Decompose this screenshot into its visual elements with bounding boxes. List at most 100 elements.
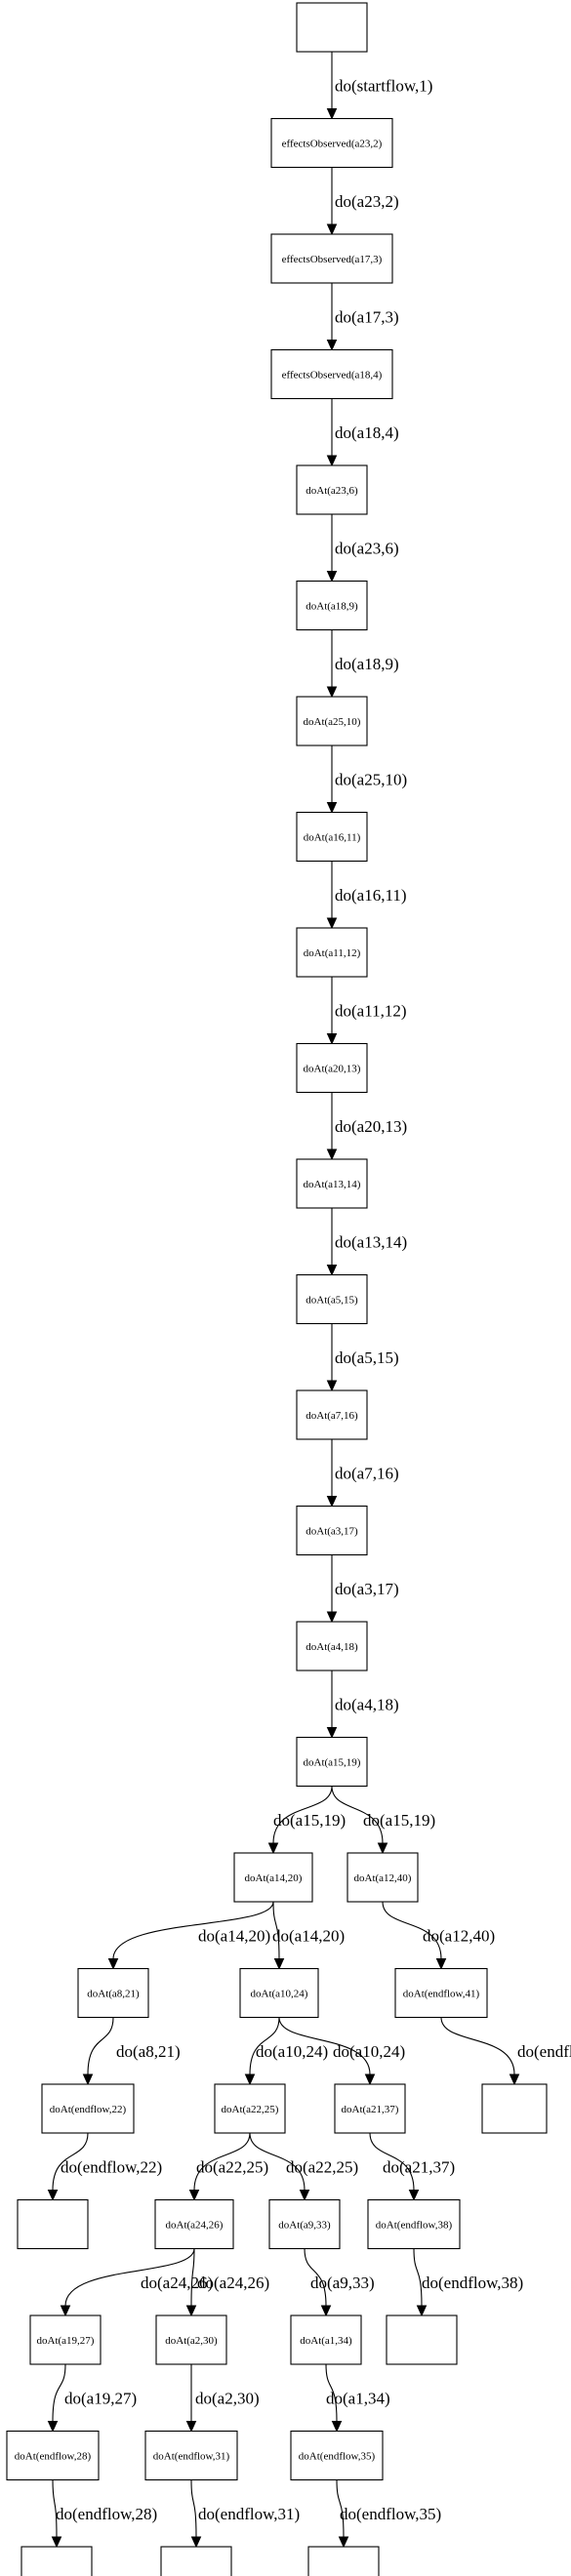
edge-line [249, 2132, 306, 2191]
arrowhead [377, 1842, 388, 1855]
state-node: doAt(a10,24) [239, 1967, 319, 2019]
node-box [347, 1852, 419, 1903]
edge-label: do(a21,37) [383, 2157, 455, 2176]
node-label: doAt(a7,16) [306, 1410, 358, 1422]
arrowhead [326, 1611, 338, 1624]
node-label: doAt(a22,25) [222, 2104, 279, 2115]
terminal-node [160, 2546, 232, 2576]
node-label: doAt(a11,12) [304, 947, 361, 959]
arrowhead [326, 340, 338, 351]
node-box [270, 348, 393, 400]
edge-label: do(a24,26) [141, 2274, 213, 2292]
node-box [386, 2314, 458, 2365]
node-label: doAt(a25,10) [304, 716, 361, 728]
state-node: doAt(a21,37) [334, 2083, 406, 2134]
arrowhead [326, 1727, 338, 1739]
state-node: doAt(a24,26) [154, 2198, 234, 2250]
edge: do(a24,26) [185, 2248, 269, 2317]
edge-label: do(a3,17) [335, 1580, 399, 1598]
arrowhead [320, 2305, 332, 2317]
edge: do(endflow,28) [51, 2479, 157, 2549]
edge: do(a22,25) [249, 2132, 358, 2201]
node-label: doAt(a19,27) [37, 2335, 95, 2347]
edge-label: do(endflow,28) [56, 2505, 157, 2523]
node-label: doAt(a14,20) [245, 1872, 303, 1884]
node-box [239, 1967, 319, 2019]
state-node: doAt(a19,27) [29, 2314, 102, 2365]
arrowhead [326, 1496, 338, 1508]
edge-label: do(endflow,41) [517, 2042, 571, 2061]
edge: do(endflow,22) [47, 2132, 162, 2201]
node-label: doAt(a5,15) [306, 1295, 358, 1307]
edge-label: do(a24,26) [197, 2274, 269, 2292]
terminal-node [386, 2314, 458, 2365]
edge: do(a16,11) [326, 861, 407, 930]
node-box [270, 233, 393, 284]
edge-label: do(endflow,31) [198, 2505, 300, 2523]
edge-line [112, 1901, 274, 1959]
edge-label: do(a16,11) [335, 886, 407, 905]
edge-label: do(endflow,35) [340, 2505, 441, 2523]
node-label: doAt(a16,11) [304, 832, 361, 844]
state-node: doAt(a8,21) [77, 1967, 149, 2019]
node-label: doAt(a8,21) [87, 1989, 140, 2000]
node-box [154, 2198, 234, 2250]
edge: do(startflow,1) [326, 52, 432, 120]
nodes-layer: effectsObserved(a23,2)effectsObserved(a1… [6, 2, 548, 2576]
node-box [481, 2083, 548, 2134]
edge-label: do(a10,24) [333, 2042, 405, 2061]
node-label: doAt(a3,17) [306, 1526, 358, 1538]
edge-label: do(a14,20) [272, 1926, 345, 1945]
arrowhead [47, 2190, 59, 2201]
edge-label: do(a5,15) [335, 1348, 399, 1367]
state-node: doAt(a11,12) [296, 927, 368, 978]
node-box [233, 1852, 313, 1903]
state-node: doAt(a4,18) [296, 1621, 368, 1671]
state-node: doAt(a22,25) [214, 2083, 286, 2134]
state-node: doAt(a20,13) [296, 1042, 368, 1094]
node-label: doAt(a15,19) [304, 1757, 361, 1769]
node-box [296, 1389, 368, 1440]
edge-label: do(a15,19) [363, 1811, 435, 1830]
edge-label: do(a10,24) [256, 2042, 328, 2061]
edge: do(a8,21) [82, 2017, 181, 2086]
state-node: doAt(endflow,22) [41, 2083, 135, 2134]
arrowhead [338, 2536, 349, 2549]
edge: do(a23,2) [326, 167, 399, 236]
edge: do(a11,12) [326, 977, 407, 1045]
arrowhead [326, 917, 338, 930]
node-label: doAt(endflow,28) [15, 2451, 92, 2463]
edge: do(a2,30) [185, 2364, 260, 2433]
node-box [367, 2198, 461, 2250]
arrowhead [326, 108, 338, 120]
arrowhead [82, 2073, 94, 2086]
edge-label: do(a1,34) [326, 2389, 390, 2407]
node-label: doAt(a18,9) [306, 601, 358, 613]
edge: do(a14,20) [107, 1901, 274, 1970]
edge: do(a15,19) [267, 1786, 346, 1855]
arrowhead [188, 2190, 200, 2201]
edge-line [193, 2132, 251, 2191]
node-box [155, 2314, 227, 2365]
edge-label: do(a9,33) [310, 2274, 375, 2292]
edge-label: do(startflow,1) [335, 76, 432, 95]
edge-line [440, 2017, 515, 2075]
node-box [77, 1967, 149, 2019]
node-box [290, 2314, 362, 2365]
edge-line [382, 1901, 442, 1959]
node-label: doAt(a4,18) [306, 1641, 358, 1653]
node-label: doAt(a9,33) [278, 2220, 331, 2232]
terminal-node [20, 2546, 93, 2576]
edge: do(a18,9) [326, 629, 399, 699]
state-node: doAt(a15,19) [296, 1736, 368, 1788]
state-node: doAt(a18,9) [296, 580, 368, 631]
node-label: effectsObserved(a23,2) [282, 139, 383, 150]
node-box [160, 2546, 232, 2576]
node-label: doAt(a2,30) [165, 2335, 218, 2347]
node-label: doAt(a10,24) [251, 1989, 308, 2000]
terminal-node [296, 2, 368, 53]
edge: do(a15,19) [331, 1786, 435, 1855]
edge: do(a24,26) [60, 2248, 213, 2317]
edge: do(endflow,41) [440, 2017, 571, 2086]
edge: do(a10,24) [244, 2017, 328, 2086]
